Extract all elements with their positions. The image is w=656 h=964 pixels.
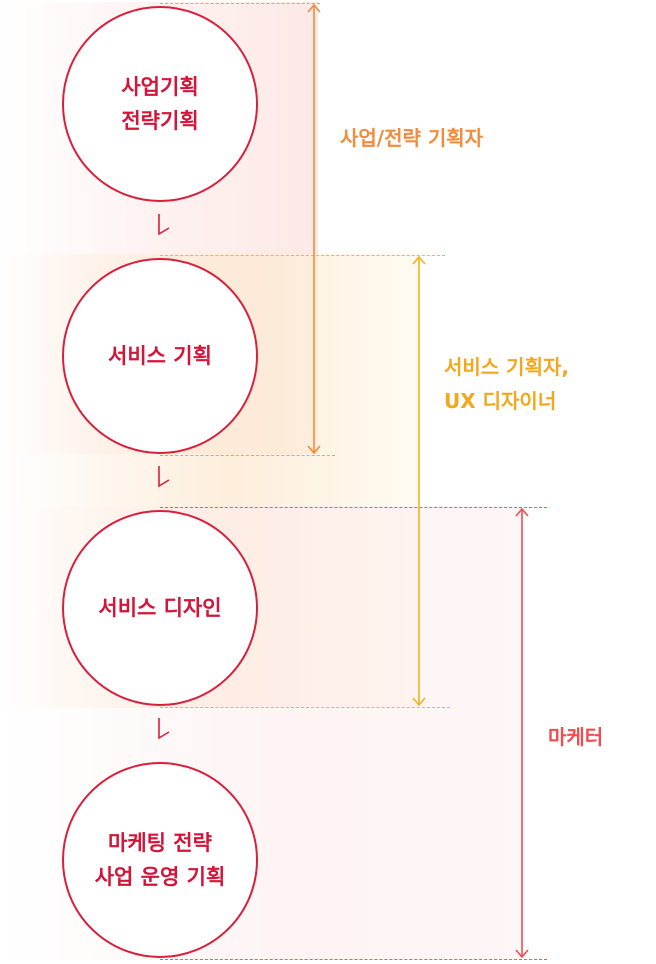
stage-label-line: 서비스 디자인 [98, 596, 222, 620]
down-step-connector-icon [158, 466, 170, 488]
stage-label-line: 서비스 기획 [108, 344, 212, 368]
role-label-ux: 서비스 기획자, UX 디자이너 [444, 350, 569, 418]
stage-label-line: 사업 운영 기획 [94, 865, 226, 889]
down-step-connector-icon [158, 718, 170, 740]
marketer-range-top-line [160, 507, 547, 508]
planner-range-bottom-line [160, 455, 335, 456]
role-label-line: UX 디자이너 [444, 389, 557, 413]
stage-business-planning: 사업기획 전략기획 [62, 6, 258, 202]
ux-range-top-line [160, 255, 445, 256]
stage-marketing-operation: 마케팅 전략 사업 운영 기획 [62, 762, 258, 958]
role-label-planner: 사업/전략 기획자 [340, 121, 483, 155]
role-label-marketer: 마케터 [548, 720, 603, 754]
stage-label-line: 사업기획 [121, 75, 199, 99]
role-label-line: 마케터 [548, 725, 604, 749]
role-label-line: 서비스 기획자, [444, 355, 569, 379]
stage-label-line: 마케팅 전략 [108, 831, 212, 855]
ux-range-arrow-icon [412, 256, 426, 706]
planner-range-arrow-icon [307, 4, 321, 454]
marketer-range-arrow-icon [515, 508, 529, 958]
ux-range-bottom-line [160, 707, 450, 708]
stage-label-line: 전략기획 [121, 109, 199, 133]
role-label-line: 사업/전략 기획자 [340, 126, 484, 150]
stage-service-design: 서비스 디자인 [62, 510, 258, 706]
down-step-connector-icon [158, 214, 170, 236]
stage-service-planning: 서비스 기획 [62, 258, 258, 454]
marketer-range-bottom-line [160, 959, 547, 960]
planner-range-top-line [160, 3, 320, 4]
